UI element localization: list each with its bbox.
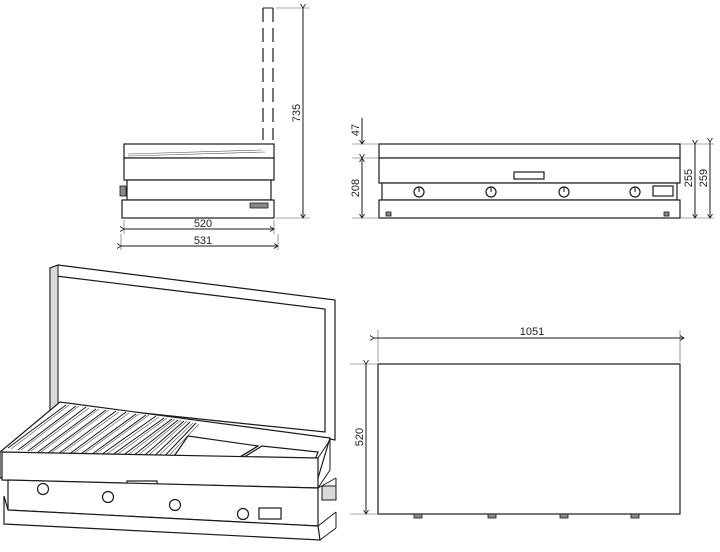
lid [123, 143, 275, 159]
dim-208: 208 [350, 158, 378, 218]
body-upper [123, 157, 275, 181]
dim-255: 255 [681, 144, 714, 218]
dim-735: 735 [276, 8, 310, 218]
grill-grooves [7, 404, 200, 465]
dim-520-plan: 520 [350, 364, 377, 514]
front-view [378, 143, 681, 219]
dim-259: 259 [698, 142, 710, 218]
dim-735-label: 735 [291, 104, 303, 122]
drain-slot [249, 202, 269, 209]
knob-icon [236, 507, 250, 521]
side-view [119, 7, 275, 219]
dim-520-side-label: 520 [194, 218, 212, 230]
knob-side [119, 185, 127, 197]
body-lower [126, 179, 272, 201]
front-base [378, 199, 681, 219]
front-handle [513, 171, 545, 180]
iso-indicator-box [258, 507, 282, 520]
front-knobs [413, 186, 641, 198]
knob-icon [101, 490, 115, 504]
dim-531: 531 [121, 234, 278, 250]
dim-259-label: 259 [698, 169, 710, 187]
dim-520-side: 520 [124, 218, 274, 234]
front-indicator-box [652, 185, 674, 197]
dim-1051-label: 1051 [520, 326, 544, 338]
dim-520-plan-label: 520 [354, 428, 366, 446]
dim-47-label: 47 [350, 124, 362, 136]
plan-top [377, 363, 681, 515]
iso-knobs [36, 482, 250, 521]
dim-255-label: 255 [683, 169, 695, 187]
dim-531-label: 531 [194, 235, 212, 247]
dim-47: 47 [350, 118, 378, 170]
isometric-view [0, 264, 337, 541]
knob-icon [36, 482, 50, 496]
front-lid [378, 143, 681, 159]
dim-1051: 1051 [374, 326, 684, 362]
knob-icon [168, 498, 182, 512]
plan-view [377, 363, 681, 519]
dim-208-label: 208 [350, 179, 362, 197]
